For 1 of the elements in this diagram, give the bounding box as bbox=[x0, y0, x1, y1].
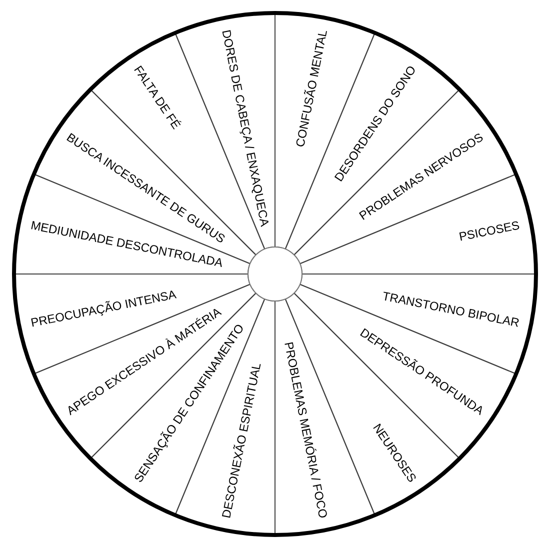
sector-label: PSICOSES bbox=[458, 218, 521, 244]
